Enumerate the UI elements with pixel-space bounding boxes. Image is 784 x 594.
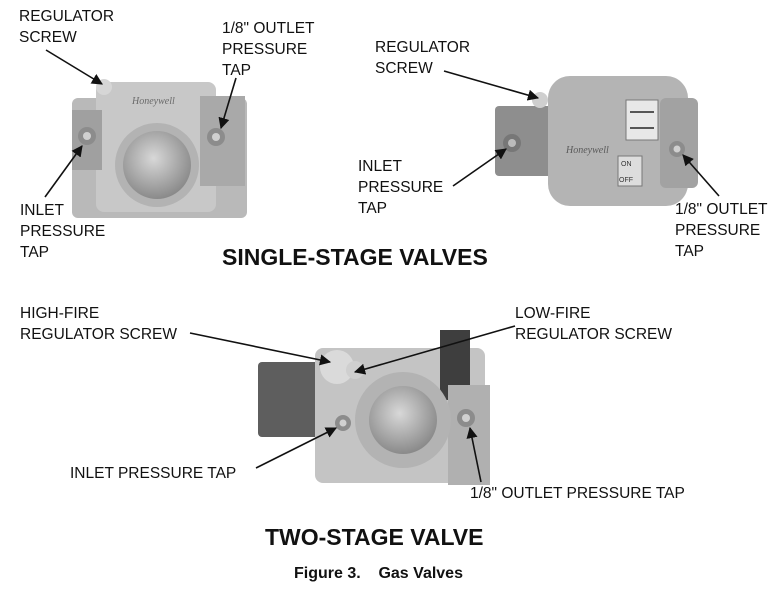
label-low-fire-regulator-screw: LOW-FIRE REGULATOR SCREW xyxy=(515,305,673,343)
heading-single-stage: SINGLE-STAGE VALVES xyxy=(222,244,488,270)
label-left-outlet-pressure-tap: 1/8" OUTLET PRESSURE TAP xyxy=(222,20,315,79)
figure-caption: Figure 3. Gas Valves xyxy=(294,565,463,582)
label-right-inlet-pressure-tap: INLET PRESSURE TAP xyxy=(358,158,444,217)
svg-text:Honeywell: Honeywell xyxy=(565,145,609,156)
single-stage-valve-right: ON OFF Honeywell xyxy=(495,76,698,206)
svg-text:Honeywell: Honeywell xyxy=(131,96,175,107)
label-left-regulator-screw: REGULATOR SCREW xyxy=(19,8,115,46)
arrow-left-outlet-tap xyxy=(218,77,237,130)
arrow-low-fire xyxy=(353,325,516,375)
label-right-regulator-screw: REGULATOR SCREW xyxy=(375,39,471,77)
heading-two-stage: TWO-STAGE VALVE xyxy=(265,524,484,550)
svg-text:OFF: OFF xyxy=(619,177,633,184)
arrow-left-inlet-tap xyxy=(44,145,83,198)
arrow-right-inlet-tap xyxy=(452,148,507,187)
label-two-stage-outlet-pressure-tap: 1/8" OUTLET PRESSURE TAP xyxy=(470,485,685,502)
label-high-fire-regulator-screw: HIGH-FIRE REGULATOR SCREW xyxy=(20,305,178,343)
arrow-left-regulator-screw xyxy=(45,49,103,85)
leader-arrows xyxy=(44,49,720,483)
two-stage-valve xyxy=(258,330,490,485)
arrow-right-regulator-screw xyxy=(443,70,540,101)
label-right-outlet-pressure-tap: 1/8" OUTLET PRESSURE TAP xyxy=(675,201,768,260)
arrow-two-stage-outlet-tap xyxy=(466,426,482,483)
single-stage-valve-left: Honeywell xyxy=(72,79,247,218)
label-left-inlet-pressure-tap: INLET PRESSURE TAP xyxy=(20,202,106,261)
svg-text:ON: ON xyxy=(621,161,632,168)
label-two-stage-inlet-pressure-tap: INLET PRESSURE TAP xyxy=(70,465,237,482)
arrow-two-stage-inlet-tap xyxy=(255,427,338,469)
arrow-high-fire xyxy=(189,332,332,366)
arrow-right-outlet-tap xyxy=(682,154,720,197)
